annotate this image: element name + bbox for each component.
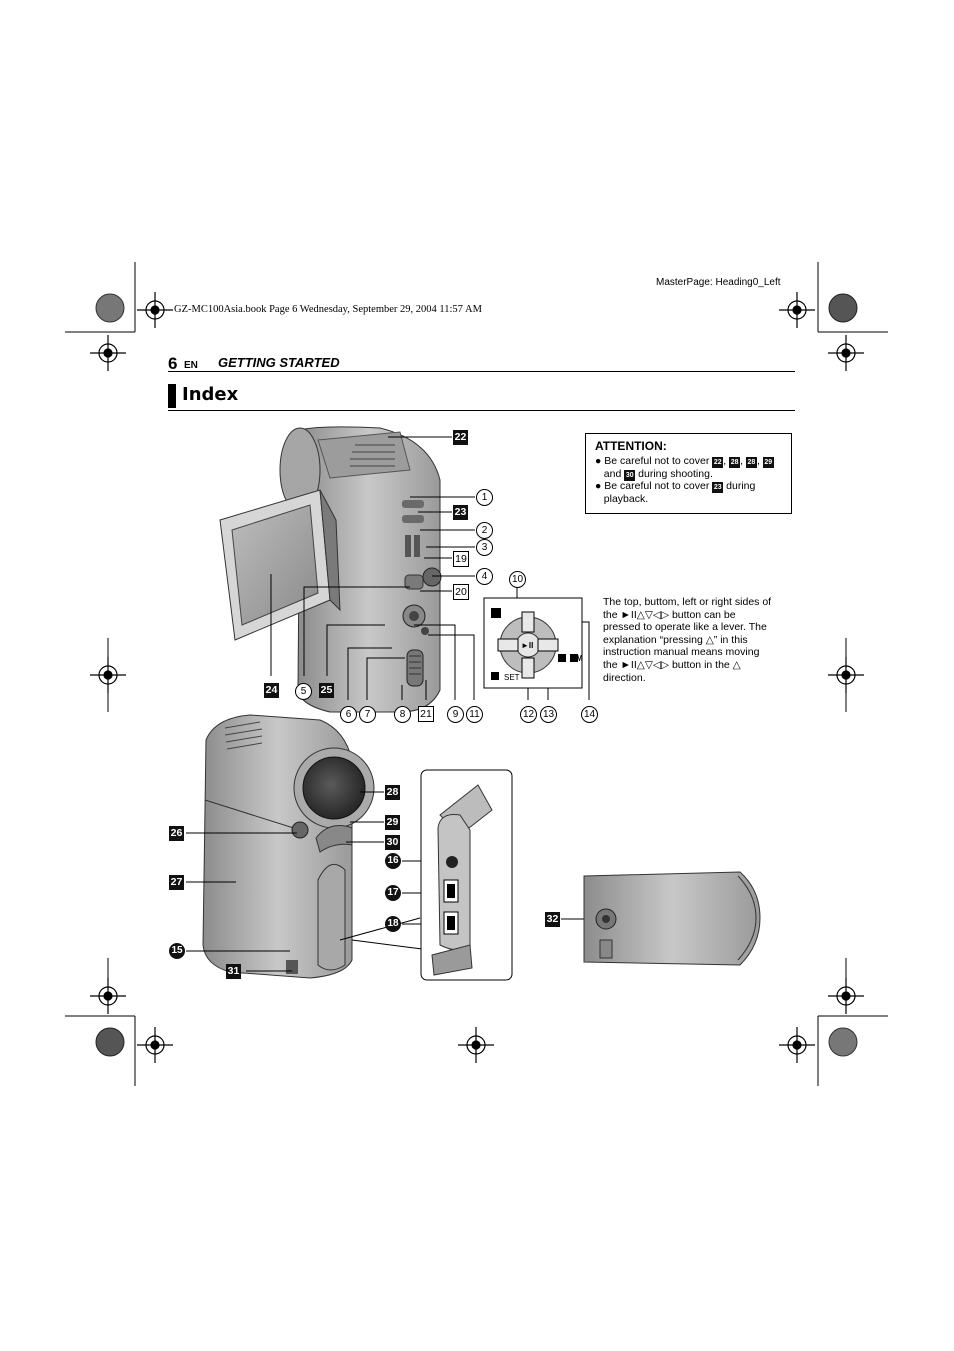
camera-bottom-view <box>583 871 761 966</box>
ref-29: 29 <box>762 457 774 468</box>
page-language: EN <box>184 360 198 371</box>
callout-18: 18 <box>385 916 401 932</box>
note-line: pressed to operate like a lever. The <box>603 621 767 634</box>
note-line: the ►II△▽◁▷ button in the △ <box>603 658 741 671</box>
ref-28b: 28 <box>745 457 757 468</box>
attention-item-2: ● Be careful not to cover 23 during play… <box>595 480 756 505</box>
note-line: The top, buttom, left or right sides of <box>603 596 772 608</box>
callout-9: 9 <box>447 706 464 723</box>
callout-3: 3 <box>476 539 493 556</box>
header-rule <box>168 371 795 372</box>
attention-item-2-post-a: during <box>726 480 756 492</box>
callout-5: 5 <box>295 683 312 700</box>
note-line: the ►II△▽◁▷ button can be <box>603 608 736 621</box>
callout-24: 24 <box>264 683 279 698</box>
callout-12: 12 <box>520 706 537 723</box>
mode-label: A / M <box>560 654 584 663</box>
callout-8: 8 <box>394 706 411 723</box>
ref-30: 30 <box>624 470 636 481</box>
attention-item-2-text: Be careful not to cover <box>604 480 710 492</box>
callout-11: 11 <box>466 706 483 723</box>
ref-28a: 28 <box>729 457 741 468</box>
callout-19: 19 <box>453 551 469 567</box>
lever-note: The top, buttom, left or right sides of … <box>603 596 793 684</box>
camera-top-view <box>219 426 442 713</box>
page-number: 6 <box>168 354 178 373</box>
callout-22: 22 <box>453 430 468 445</box>
callout-14: 14 <box>581 706 598 723</box>
control-pad <box>483 597 583 689</box>
note-line: explanation “pressing △” in this <box>603 633 748 646</box>
callout-30: 30 <box>385 835 400 850</box>
page-title: Index <box>182 384 239 405</box>
camera-front-view <box>202 714 375 979</box>
callout-25: 25 <box>319 683 334 698</box>
title-bar <box>168 384 176 408</box>
attention-and: and <box>603 468 622 480</box>
attention-item-1: ● Be careful not to cover 22, 28, 28, 29… <box>595 455 774 481</box>
play-pause-label: ►II <box>521 641 534 650</box>
callout-1: 1 <box>476 489 493 506</box>
callout-16: 16 <box>385 853 401 869</box>
note-line: instruction manual means moving <box>603 646 760 659</box>
book-info-line: GZ-MC100Asia.book Page 6 Wednesday, Sept… <box>174 304 482 315</box>
attention-box: ATTENTION: ● Be careful not to cover 22,… <box>585 433 792 514</box>
callout-6: 6 <box>340 706 357 723</box>
title-rule <box>168 410 795 411</box>
note-line: direction. <box>603 671 646 684</box>
callout-27: 27 <box>169 875 184 890</box>
callout-2: 2 <box>476 522 493 539</box>
callout-32: 32 <box>545 912 560 927</box>
callout-4: 4 <box>476 568 493 585</box>
set-label: SET <box>504 673 520 682</box>
ref-22: 22 <box>712 457 724 468</box>
callout-10: 10 <box>509 571 526 588</box>
callout-20: 20 <box>453 584 469 600</box>
callout-15: 15 <box>169 943 185 959</box>
masterpage-label: MasterPage: Heading0_Left <box>656 277 781 288</box>
callout-26: 26 <box>169 826 184 841</box>
callout-7: 7 <box>359 706 376 723</box>
attention-item-1-text: Be careful not to cover <box>604 455 710 467</box>
callout-23: 23 <box>453 505 468 520</box>
attention-item-1-post: during shooting. <box>638 468 713 480</box>
callout-31: 31 <box>226 964 241 979</box>
callout-21: 21 <box>418 706 434 722</box>
section-title: GETTING STARTED <box>218 355 340 370</box>
ref-23: 23 <box>712 482 724 493</box>
attention-heading: ATTENTION: <box>595 439 667 453</box>
jack-closeup <box>420 769 513 981</box>
callout-29: 29 <box>385 815 400 830</box>
callout-17: 17 <box>385 885 401 901</box>
callout-28: 28 <box>385 785 400 800</box>
callout-13: 13 <box>540 706 557 723</box>
attention-item-2-post: playback. <box>603 493 649 505</box>
